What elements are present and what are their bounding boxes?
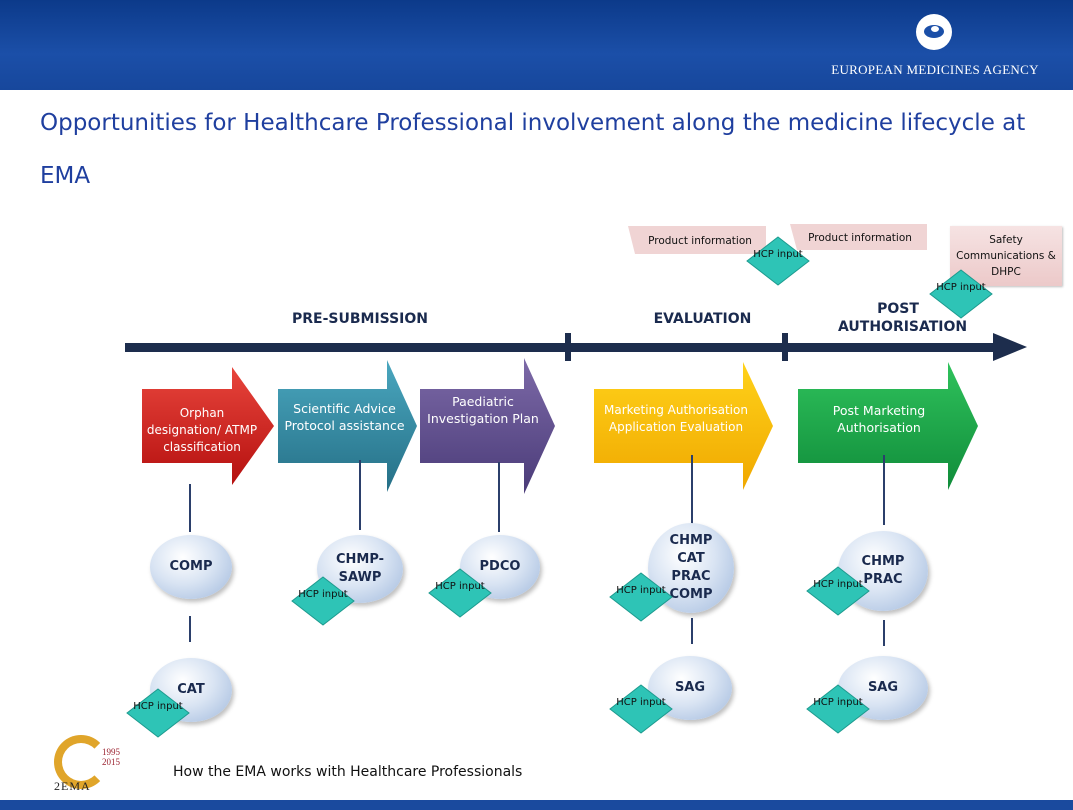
footer-bar xyxy=(0,800,1073,810)
phase-post-authorisation: POST AUTHORISATION xyxy=(838,301,968,335)
stage-arrow-post-marketing xyxy=(798,362,978,490)
hcp-input-diamond: HCP input xyxy=(929,269,993,319)
hcp-input-diamond: HCP input xyxy=(746,236,810,286)
connector-line xyxy=(498,462,500,532)
hcp-diamond-icon xyxy=(806,684,870,734)
hcp-diamond-icon xyxy=(609,684,673,734)
hcp-diamond-icon xyxy=(428,568,492,618)
hcp-diamond-icon xyxy=(291,576,355,626)
stage-arrow-orphan xyxy=(142,367,274,485)
hcp-input-diamond: HCP input xyxy=(806,566,870,616)
ema-logo-icon xyxy=(916,14,952,50)
hcp-diamond-icon xyxy=(126,688,190,738)
connector-line xyxy=(691,455,693,527)
connector-line xyxy=(189,484,191,532)
hcp-diamond-icon xyxy=(806,566,870,616)
hcp-input-diamond: HCP input xyxy=(806,684,870,734)
stage-label-post-marketing: Post Marketing Authorisation xyxy=(832,403,926,435)
hcp-input-diamond: HCP input xyxy=(291,576,355,626)
timeline-divider xyxy=(565,333,571,361)
timeline-arrowhead xyxy=(993,333,1027,361)
stage-arrow-scientific-advice xyxy=(278,360,417,492)
stage-label-scientific-advice: Scientific Advice Protocol assistance xyxy=(284,401,405,433)
timeline-divider xyxy=(782,333,788,361)
stage-label-maa: Marketing Authorisation Application Eval… xyxy=(604,403,748,434)
connector-line xyxy=(883,620,885,646)
phase-evaluation: EVALUATION xyxy=(653,311,752,327)
committee-comp: COMP xyxy=(150,535,232,599)
stage-arrow-maa xyxy=(594,362,773,490)
stage-label-paediatric: Paediatric Investigation Plan xyxy=(427,394,539,426)
stage-label-orphan: Orphan designation/ ATMP classification xyxy=(146,406,258,454)
connector-line xyxy=(359,460,361,530)
agency-name: EUROPEAN MEDICINES AGENCY xyxy=(831,62,1039,77)
committee-cat: CAT xyxy=(150,658,232,722)
timeline-bar xyxy=(125,343,993,352)
anniversary-ema-label: 2EMA xyxy=(54,779,91,793)
anniversary-ring-icon xyxy=(54,735,108,789)
product-info-box-left xyxy=(628,226,766,254)
hcp-diamond-icon xyxy=(746,236,810,286)
stage-arrow-paediatric xyxy=(420,358,555,494)
header-bar xyxy=(0,0,1073,90)
product-info-box-right xyxy=(790,224,927,250)
hcp-input-diamond: HCP input xyxy=(609,684,673,734)
connector-line xyxy=(883,455,885,525)
slide-title: Opportunities for Healthcare Professiona… xyxy=(40,110,1026,189)
hcp-diamond-icon xyxy=(609,572,673,622)
phase-pre-submission: PRE-SUBMISSION xyxy=(291,311,429,327)
hcp-diamond-icon xyxy=(929,269,993,319)
hcp-input-diamond: HCP input xyxy=(609,572,673,622)
connector-line xyxy=(691,618,693,644)
hcp-input-diamond: HCP input xyxy=(428,568,492,618)
footer-text: How the EMA works with Healthcare Profes… xyxy=(173,764,523,780)
product-information-label: Product information xyxy=(648,235,752,247)
committee-chmp-sawp: CHMP- SAWP xyxy=(317,535,403,603)
connector-line xyxy=(189,616,191,642)
product-information-label: Product information xyxy=(808,232,912,244)
hcp-input-diamond: HCP input xyxy=(126,688,190,738)
